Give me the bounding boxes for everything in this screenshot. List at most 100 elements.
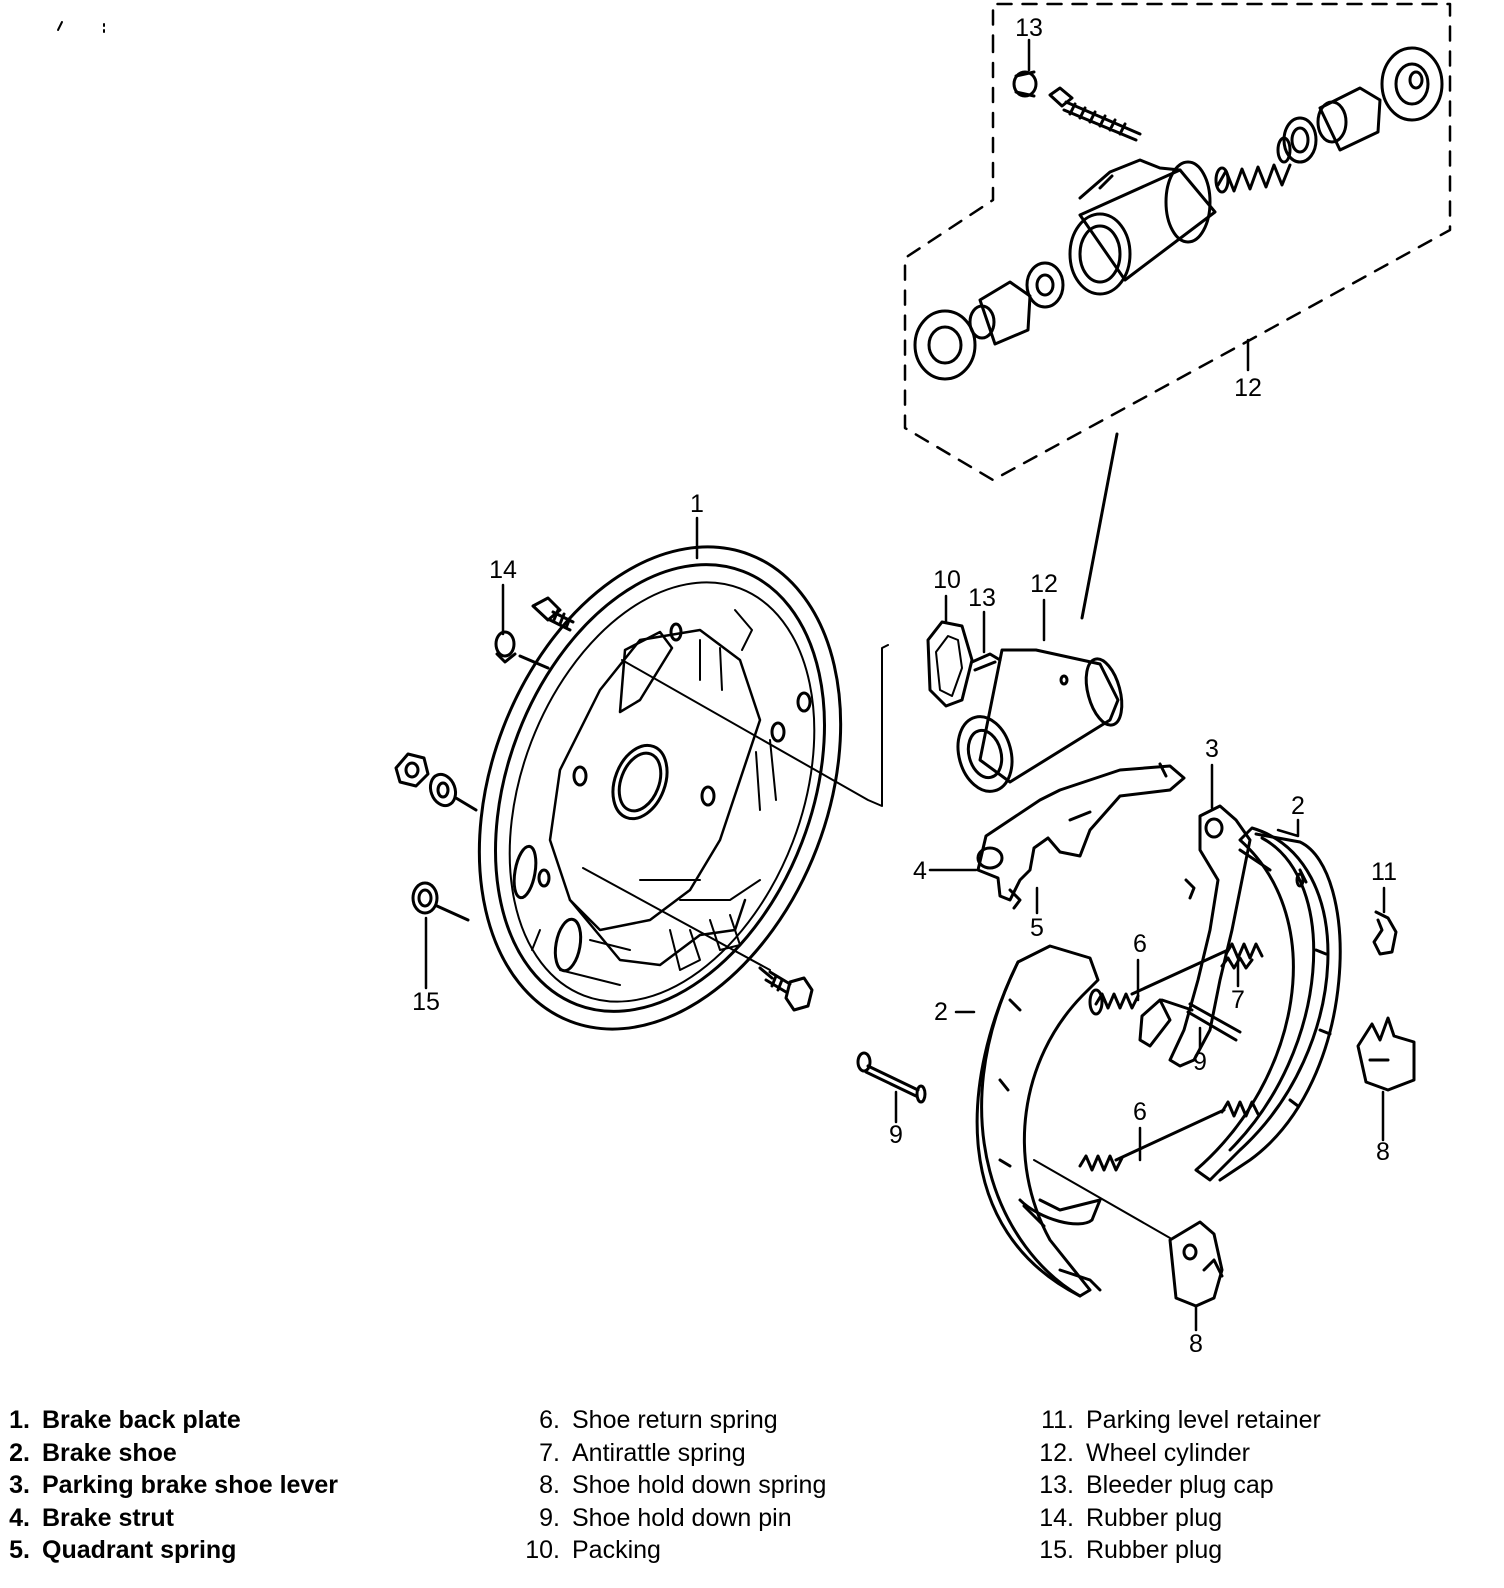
- leader-lines: [424, 38, 1386, 1332]
- hold-down-spring-lower: [1033, 1159, 1224, 1308]
- callout-2-left: 2: [934, 998, 948, 1026]
- cylinder-body-detail: [1078, 168, 1217, 282]
- brake-strut-part: [976, 762, 1186, 910]
- legend-label: Packing: [572, 1536, 661, 1564]
- callout-3: 3: [1205, 735, 1219, 763]
- legend-number: 2.: [9, 1438, 30, 1467]
- brake-shoe-left: [975, 944, 1102, 1298]
- legend-label: Parking brake shoe lever: [42, 1471, 338, 1499]
- callout-1: 1: [690, 490, 704, 518]
- rubber-plug-15: [411, 881, 470, 922]
- callout-numbers: 1 14 15 13 12 12 13 10 3 2 4 5 6 7 9 2 9…: [412, 14, 1397, 1358]
- callout-12: 12: [1030, 570, 1058, 598]
- parking-brake-lever: [1168, 804, 1252, 1068]
- nut-and-washer: [394, 752, 478, 812]
- legend-column-1: 1. Brake back plate 2. Brake shoe 3. Parkin…: [2, 1404, 338, 1567]
- legend-number: 3.: [9, 1471, 30, 1499]
- wheel-cylinder-assembled: [926, 620, 1124, 793]
- callout-10: 10: [933, 566, 961, 594]
- callout-15: 15: [412, 988, 440, 1016]
- legend-item: 9. Shoe hold down pin: [516, 1502, 826, 1535]
- legend-label: Antirattle spring: [572, 1438, 746, 1467]
- legend-number: 12.: [1039, 1438, 1074, 1467]
- legend-label: Shoe return spring: [572, 1406, 778, 1434]
- parking-level-retainer: [1372, 910, 1398, 956]
- cup-left-detail: [1025, 261, 1065, 309]
- cylinder-spring-detail: [1216, 163, 1292, 193]
- brake-shoe-right: [1194, 826, 1342, 1182]
- detail-connector-line: [1080, 432, 1119, 620]
- axis-line-lower: [582, 867, 771, 971]
- legend-label: Bleeder plug cap: [1086, 1471, 1274, 1499]
- callout-12-detail: 12: [1234, 374, 1262, 402]
- legend-label: Quadrant spring: [42, 1536, 237, 1564]
- legend-item: 8.Shoe hold down spring: [516, 1469, 826, 1502]
- callout-13: 13: [968, 584, 996, 612]
- mounting-bolt-top: [531, 596, 575, 632]
- callout-14: 14: [489, 556, 517, 584]
- callout-2-right: 2: [1291, 792, 1305, 820]
- bleeder-cap-detail: [1012, 70, 1038, 98]
- piston-left-detail: [978, 280, 1032, 346]
- legend-item: 14.Rubber plug: [1028, 1502, 1321, 1535]
- packing-gasket: [926, 620, 974, 708]
- legend-column-3: 11. Parking level retainer 12. Wheel cylin…: [1028, 1404, 1321, 1567]
- legend-item: 11. Parking level retainer: [1028, 1404, 1321, 1437]
- callout-9-left: 9: [889, 1121, 903, 1149]
- shoe-return-spring-lower: [1078, 1100, 1260, 1172]
- detail-dashed-outline: [903, 2, 1452, 482]
- legend-label: Brake shoe: [42, 1438, 177, 1467]
- axis-line-upper: [621, 644, 889, 807]
- hold-down-pin-left: [856, 1051, 927, 1104]
- legend-number: 4.: [9, 1503, 30, 1532]
- callout-7: 7: [1231, 986, 1245, 1014]
- legend-number: 9.: [539, 1503, 560, 1532]
- legend-label: Wheel cylinder: [1086, 1438, 1250, 1467]
- legend-item: 1. Brake back plate: [2, 1404, 338, 1437]
- exploded-brake-diagram: 1 14 15 13 12 12 13 10 3 2 4 5 6 7 9 2 9…: [57, 2, 1452, 1358]
- cup-right-detail: [1282, 116, 1318, 164]
- legend-item: 6. Shoe return spring: [516, 1404, 826, 1437]
- legend-number: 10.: [525, 1536, 560, 1564]
- legend-number: 5.: [9, 1536, 30, 1564]
- callout-5: 5: [1030, 914, 1044, 942]
- legend-column-2: 6. Shoe return spring 7. Antirattle spring…: [516, 1404, 826, 1567]
- legend-item: 7. Antirattle spring: [516, 1437, 826, 1470]
- bleeder-screw-detail: [1048, 86, 1142, 142]
- legend-number: 11.: [1041, 1406, 1074, 1434]
- legend-label: Parking level retainer: [1086, 1406, 1321, 1434]
- boot-left-detail: [913, 309, 977, 381]
- boot-right-detail: [1380, 46, 1444, 122]
- mounting-bolt-bottom: [758, 966, 814, 1012]
- shoe-return-spring-upper: [1094, 942, 1264, 1010]
- legend-label: Shoe hold down pin: [572, 1503, 792, 1532]
- back-plate-center-hole: [611, 743, 669, 821]
- legend-label: Brake strut: [42, 1503, 174, 1532]
- callout-6-upper: 6: [1133, 930, 1147, 958]
- legend-number: 15.: [1039, 1536, 1074, 1564]
- callout-4: 4: [913, 857, 927, 885]
- legend-number: 1.: [9, 1406, 30, 1434]
- legend-number: 14.: [1039, 1503, 1074, 1532]
- legend-item: 15. Rubber plug: [1028, 1534, 1321, 1567]
- callout-13-detail: 13: [1015, 14, 1043, 42]
- callout-11: 11: [1371, 858, 1397, 886]
- legend-item: 12. Wheel cylinder: [1028, 1437, 1321, 1470]
- legend-number: 7.: [539, 1438, 560, 1467]
- legend-item: 4. Brake strut: [2, 1502, 338, 1535]
- legend-number: 13.: [1039, 1471, 1074, 1499]
- rubber-plug-14: [494, 630, 550, 670]
- wheel-cylinder-detail: [57, 2, 1452, 482]
- legend-number: 6.: [539, 1406, 560, 1434]
- legend-item: 10. Packing: [516, 1534, 826, 1567]
- legend-item: 3. Parking brake shoe lever: [2, 1469, 338, 1502]
- hold-down-spring-right: [1356, 1016, 1416, 1092]
- legend-item: 5. Quadrant spring: [2, 1534, 338, 1567]
- callout-6-lower: 6: [1133, 1098, 1147, 1126]
- legend-item: 2. Brake shoe: [2, 1437, 338, 1470]
- legend-label: Shoe hold down spring: [572, 1471, 827, 1499]
- legend-label: Brake back plate: [42, 1406, 241, 1434]
- brake-back-plate: [477, 545, 843, 1031]
- legend-label: Rubber plug: [1086, 1536, 1223, 1564]
- legend-item: 13. Bleeder plug cap: [1028, 1469, 1321, 1502]
